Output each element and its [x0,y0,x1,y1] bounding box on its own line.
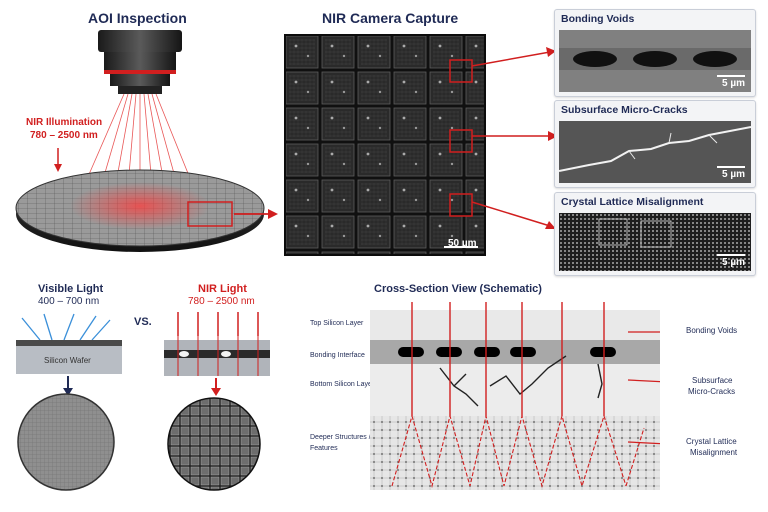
panel-micro-cracks: Subsurface Micro-Cracks 5 µm [554,100,756,188]
crack-marks [439,355,603,407]
cross-rays [411,302,605,416]
nir-rays [177,312,259,336]
nir-camera-image [284,34,486,256]
panel-lattice-misalignment: Crystal Lattice Misalignment 5 µm [554,192,756,276]
callout-micro-cracks: Micro-Cracks [688,387,736,396]
callout-crystal-lattice: Crystal Lattice [686,437,737,446]
callout-subsurface: Subsurface [692,376,733,385]
nir-rays-through [177,336,259,376]
silicon-wafer-label: Silicon Wafer [44,356,91,365]
panel-title: Crystal Lattice Misalignment [561,196,704,208]
camera-icon [98,30,182,94]
nir-illumination-range: 780 – 2500 nm [30,130,98,141]
aoi-illustration [15,30,278,252]
callout-bonding-voids: Bonding Voids [686,326,738,335]
highlight-box-lattice [449,193,473,217]
panel-bonding-voids: Bonding Voids 5 µm [554,9,756,97]
layer-label-deeper-1: Deeper Structures / [310,434,371,441]
lattice-image [559,213,751,271]
visible-light-title: Visible Light [38,283,104,295]
comparison-illustration [16,312,270,491]
camera-scale-label: 50 µm [448,238,477,249]
layer-label-deeper-2: Features [310,445,338,452]
nir-light-range: 780 – 2500 nm [188,296,255,307]
cross-section-diagram [370,302,660,490]
layer-label-top: Top Silicon Layer [310,320,364,327]
highlight-box-voids [449,59,473,83]
scale-label: 5 µm [722,257,745,268]
scale-label: 5 µm [722,78,745,89]
vs-label: VS. [134,316,152,328]
panel-title: Bonding Voids [561,13,635,25]
voids-image [559,30,751,92]
callout-misalignment: Misalignment [690,448,738,457]
nir-illumination-label: NIR Illumination [26,117,103,128]
layer-label-bonding: Bonding Interface [310,352,365,359]
scale-label: 5 µm [722,169,745,180]
layer-label-bottom: Bottom Silicon Layer [310,381,375,388]
aoi-title: AOI Inspection [88,10,187,26]
cracks-image [559,121,751,183]
cross-section-title: Cross-Section View (Schematic) [374,283,542,295]
camera-capture-title: NIR Camera Capture [322,10,459,26]
callout-arrows [627,331,660,445]
nir-light-title: NIR Light [198,283,247,295]
connector-arrows [471,47,558,229]
highlight-box-cracks [449,129,473,153]
wafer [15,169,265,252]
visible-light-range: 400 – 700 nm [38,296,100,307]
void-marks [398,347,616,357]
reflected-rays [21,313,111,341]
panel-title: Subsurface Micro-Cracks [561,104,688,116]
